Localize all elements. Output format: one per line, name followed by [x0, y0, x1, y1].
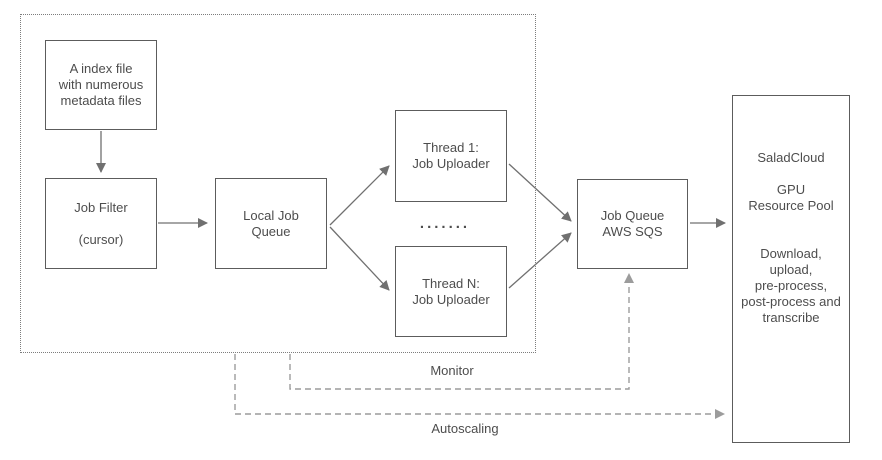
node-thread-n-label: Thread N: Job Uploader [412, 275, 490, 307]
node-job-filter-label: Job Filter (cursor) [74, 199, 128, 247]
node-index-file: A index file with numerous metadata file… [45, 40, 157, 130]
node-job-queue-aws-sqs-label: Job Queue AWS SQS [600, 208, 665, 239]
node-job-queue-aws-sqs: Job Queue AWS SQS [577, 179, 688, 269]
node-saladcloud-gpu-pool: SaladCloud GPU Resource Pool Download, u… [732, 95, 850, 443]
node-local-job-queue-label: Local Job Queue [243, 207, 299, 239]
node-local-job-queue: Local Job Queue [215, 178, 327, 269]
node-thread-1: Thread 1: Job Uploader [395, 110, 507, 202]
monitor-label: Monitor [430, 363, 474, 378]
node-thread-1-label: Thread 1: Job Uploader [412, 140, 490, 171]
node-saladcloud-gpu-pool-label: SaladCloud GPU Resource Pool Download, u… [741, 150, 841, 325]
node-job-filter: Job Filter (cursor) [45, 178, 157, 269]
node-index-file-label: A index file with numerous metadata file… [58, 61, 144, 108]
thread-ellipsis: ....... [419, 215, 471, 232]
node-thread-n: Thread N: Job Uploader [395, 246, 507, 337]
autoscaling-label: Autoscaling [431, 421, 499, 436]
